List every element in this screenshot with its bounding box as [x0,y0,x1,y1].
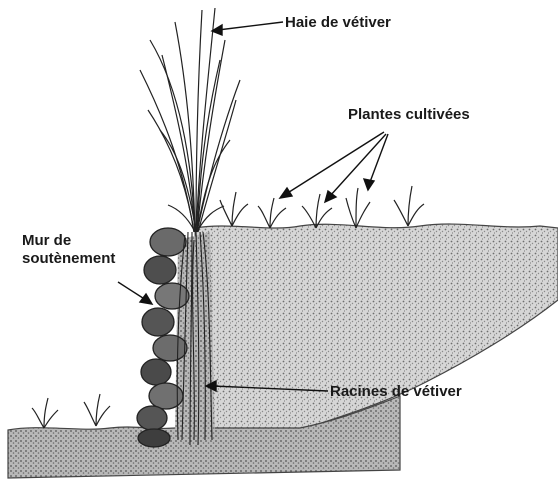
wall-stone [138,429,170,447]
roots-label: Racines de vétiver [330,383,462,401]
crop-plant [220,192,248,226]
crop-pointer-middle-arrowhead [325,191,336,202]
wall-label-arrowhead [140,294,152,304]
hedge-label-pointer [218,22,283,30]
crop-plant [32,398,58,428]
retaining-wall-label: Mur de soutènement [22,232,115,268]
wall-stone [137,406,167,430]
wall-stone [155,283,189,309]
crop-pointer-right-arrowhead [364,179,374,190]
crop-plant [394,186,424,226]
wall-stone [149,383,183,409]
wall-stone [150,228,186,256]
retaining-wall-label-line2: soutènement [22,250,115,268]
crop-pointer-left-arrowhead [280,188,292,198]
crop-plant [258,198,286,228]
hedge-bank-soil [175,232,215,442]
cultivated-plants [220,186,424,228]
crop-plant [84,394,110,426]
wall-stone [141,359,171,385]
hedge-label: Haie de vétiver [285,14,391,32]
vetiver-hedge [140,8,240,232]
crops-label: Plantes cultivées [348,106,470,124]
wall-label-pointer [118,282,146,300]
lower-terrace-plants [32,394,110,428]
crop-plant [346,188,370,228]
wall-stone [144,256,176,284]
wall-stone [142,308,174,336]
crop-pointer-middle [330,134,386,196]
retaining-wall-label-line1: Mur de [22,232,115,250]
wall-stone [153,335,187,361]
